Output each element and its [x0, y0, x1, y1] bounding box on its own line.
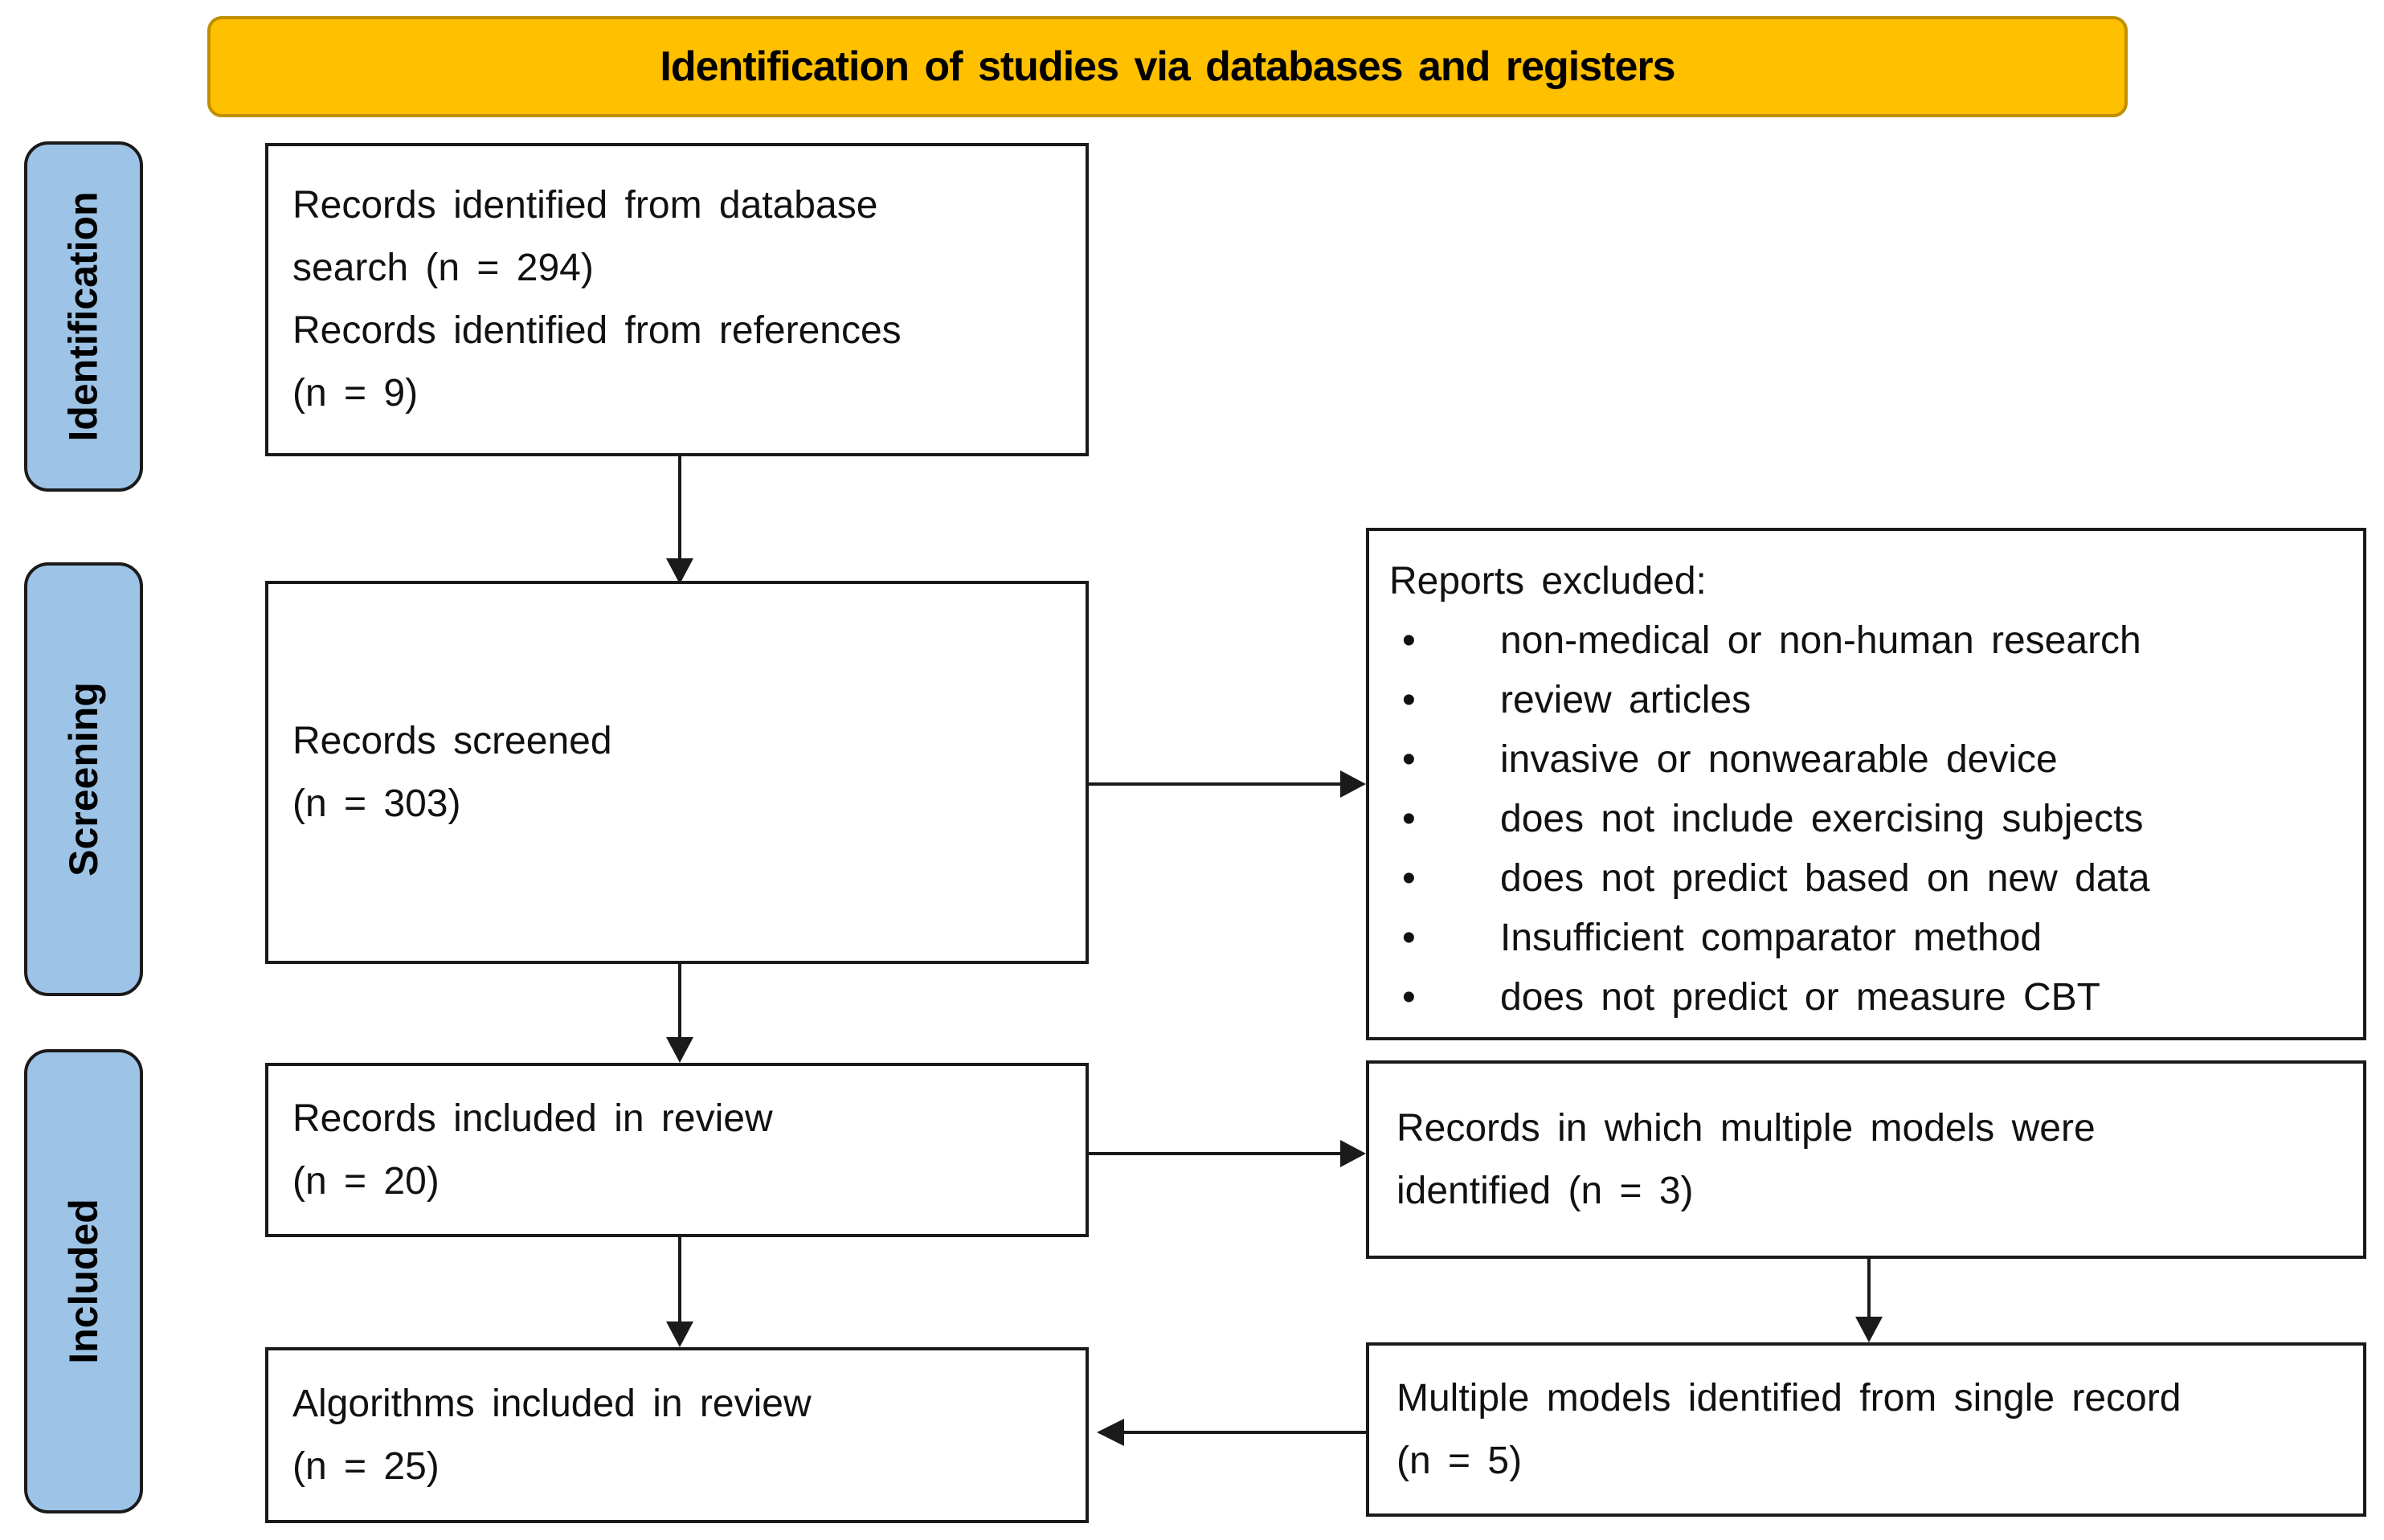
arrow-multiple-records-to-multiple-models: [1855, 1259, 1883, 1342]
text-line: (n = 25): [292, 1444, 440, 1488]
text-line: Records included in review: [292, 1097, 773, 1140]
arrow-included-to-multiple-records: [1089, 1140, 1366, 1167]
box-records-screened: Records screened (n = 303): [265, 581, 1089, 964]
arrow-multiple-models-to-algorithms: [1097, 1419, 1366, 1446]
stage-identification-text: Identification: [61, 191, 107, 442]
box-records-identified: Records identified from database search (…: [265, 143, 1089, 456]
stage-screening-text: Screening: [61, 682, 106, 876]
box-algorithms-included-text: Algorithms included in review (n = 25): [292, 1373, 1086, 1498]
text-line: (n = 20): [292, 1159, 440, 1203]
arrow-screened-to-excluded: [1089, 770, 1366, 798]
text-line: Records identified from database: [292, 184, 878, 227]
header-banner: Identification of studies via databases …: [207, 16, 2128, 117]
excluded-reason-item: does not predict based on new data: [1389, 849, 2363, 909]
text-line: identified (n = 3): [1396, 1169, 1694, 1212]
stage-included-text: Included: [61, 1199, 107, 1364]
box-multiple-models-records-text: Records in which multiple models were ide…: [1396, 1097, 2363, 1223]
header-title: Identification of studies via databases …: [660, 43, 1675, 90]
text-line: (n = 303): [292, 782, 461, 825]
arrow-screened-to-included: [666, 964, 693, 1063]
stage-label-screening: Screening: [24, 562, 143, 996]
text-line: Records in which multiple models were: [1396, 1106, 2096, 1150]
stage-label-included: Included: [24, 1049, 143, 1513]
box-records-included-text: Records included in review (n = 20): [292, 1088, 1086, 1213]
reports-excluded-list: non-medical or non-human researchreview …: [1389, 611, 2363, 1027]
arrow-identified-to-screened: [666, 456, 693, 584]
box-records-included: Records included in review (n = 20): [265, 1063, 1089, 1237]
box-algorithms-included: Algorithms included in review (n = 25): [265, 1347, 1089, 1523]
text-line: Records identified from references: [292, 309, 902, 352]
box-reports-excluded: Reports excluded: non-medical or non-hum…: [1366, 528, 2366, 1040]
excluded-reason-item: does not include exercising subjects: [1389, 790, 2363, 849]
excluded-reason-item: review articles: [1389, 671, 2363, 730]
arrow-included-to-algorithms: [666, 1237, 693, 1347]
box-records-screened-text: Records screened (n = 303): [292, 710, 1086, 835]
box-multiple-models-identified-text: Multiple models identified from single r…: [1396, 1367, 2363, 1493]
box-multiple-models-identified: Multiple models identified from single r…: [1366, 1342, 2366, 1517]
excluded-reason-item: does not predict or measure CBT: [1389, 968, 2363, 1027]
text-line: (n = 9): [292, 372, 419, 415]
text-line: (n = 5): [1396, 1439, 1523, 1482]
box-records-identified-text: Records identified from database search (…: [292, 174, 1086, 425]
text-line: Algorithms included in review: [292, 1382, 812, 1425]
excluded-reason-item: invasive or nonwearable device: [1389, 730, 2363, 790]
text-line: Records screened: [292, 719, 612, 762]
stage-label-identification: Identification: [24, 141, 143, 492]
excluded-reason-item: non-medical or non-human research: [1389, 611, 2363, 671]
text-line: Multiple models identified from single r…: [1396, 1376, 2182, 1419]
box-multiple-models-records: Records in which multiple models were ide…: [1366, 1060, 2366, 1259]
text-line: search (n = 294): [292, 247, 594, 289]
excluded-reason-item: Insufficient comparator method: [1389, 909, 2363, 968]
reports-excluded-title: Reports excluded:: [1389, 560, 1707, 603]
